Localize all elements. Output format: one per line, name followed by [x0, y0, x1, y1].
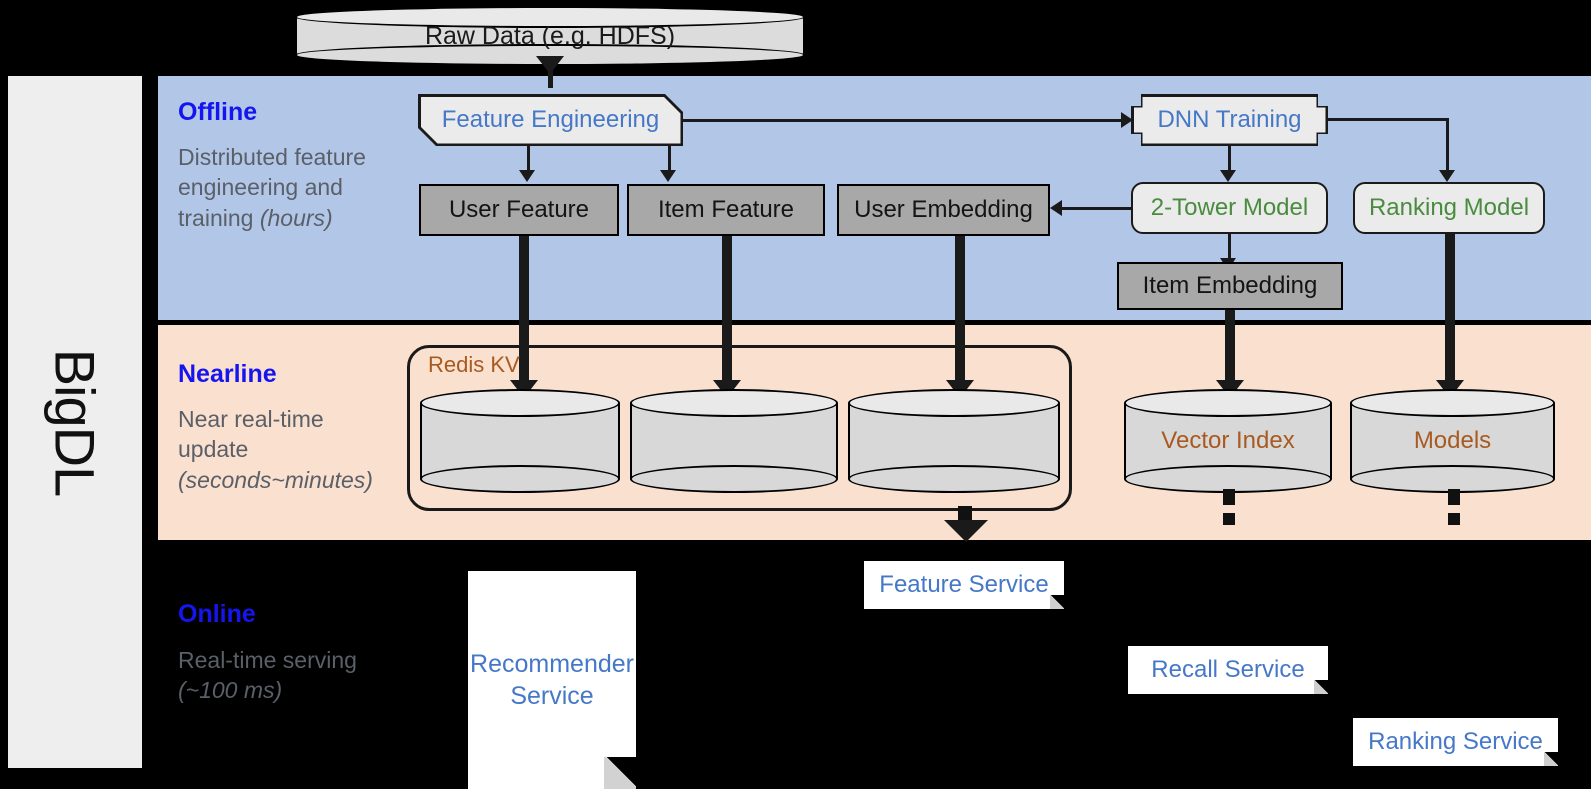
arrow-fe-dnn-line — [683, 119, 1123, 122]
arrow-fe-userfeature-head — [519, 170, 535, 182]
platform-rail-label: BigDL — [8, 76, 142, 768]
arrow-fe-itemfeature-head — [660, 170, 676, 182]
item-embedding-label: Item Embedding — [1142, 272, 1318, 300]
user-feature-label: User Feature — [448, 196, 590, 224]
two-tower-model-label: 2-Tower Model — [1150, 194, 1309, 222]
ranking-service-label: Ranking Service — [1368, 728, 1543, 756]
nearline-subtitle-main: Near real-time update — [178, 406, 324, 463]
two-tower-model-node[interactable]: 2-Tower Model — [1131, 182, 1328, 234]
cylinder-top — [630, 389, 838, 417]
online-title: Online — [178, 600, 256, 628]
offline-title: Offline — [178, 98, 258, 126]
raw-data-label: Raw Data (e.g. HDFS) — [424, 21, 676, 50]
page-fold-icon — [1050, 595, 1064, 609]
models-label: Models — [1413, 427, 1492, 454]
cylinder-top — [1350, 389, 1555, 417]
item-feature-store[interactable] — [630, 389, 838, 493]
pipe-itemembedding-vectorindex — [1225, 310, 1235, 386]
cylinder-top — [848, 389, 1060, 417]
user-embedding-store[interactable] — [848, 389, 1060, 493]
dnn-training-node[interactable]: DNN Training — [1131, 94, 1328, 146]
user-embedding-node[interactable]: User Embedding — [837, 184, 1050, 236]
dnn-training-label: DNN Training — [1157, 106, 1302, 134]
online-subtitle-main: Real-time serving — [178, 647, 357, 673]
cylinder-bottom — [420, 465, 620, 493]
models-store[interactable]: Models — [1350, 389, 1555, 493]
nearline-subtitle: Near real-time update (seconds~minutes) — [178, 404, 393, 495]
item-feature-label: Item Feature — [657, 196, 795, 224]
dash-redis-featureservice — [958, 506, 972, 522]
recommender-service-node[interactable]: Recommender Service — [468, 571, 636, 789]
cylinder-bottom — [1350, 465, 1555, 493]
dash-models-2 — [1448, 513, 1460, 525]
arrow-dnn-ranking-h — [1328, 118, 1448, 121]
feature-engineering-node[interactable]: Feature Engineering — [418, 94, 683, 146]
dash-vectorindex-1 — [1223, 489, 1235, 505]
feature-engineering-label: Feature Engineering — [441, 106, 660, 134]
pipe-userfeature-store — [519, 236, 529, 386]
pipe-rankingmodel-models — [1445, 234, 1455, 386]
item-embedding-node[interactable]: Item Embedding — [1117, 262, 1343, 310]
item-feature-store-label — [630, 389, 838, 493]
arrow-dnn-twotower-head — [1220, 170, 1236, 182]
offline-subtitle-main: Distributed feature engineering and trai… — [178, 144, 366, 231]
cylinder-top — [295, 6, 805, 28]
cylinder-top — [420, 389, 620, 417]
user-embedding-label: User Embedding — [854, 196, 1033, 224]
vector-index-label: Vector Index — [1161, 427, 1295, 454]
page-fold-icon — [1314, 680, 1328, 694]
feature-service-node[interactable]: Feature Service — [864, 561, 1064, 609]
arrow-twotower-itemembedding-line — [1228, 234, 1231, 260]
dash-models-1 — [1448, 489, 1460, 505]
arrow-fe-userfeature-line — [527, 146, 530, 172]
arrow-dnn-ranking-head — [1439, 170, 1455, 182]
redis-kv-group — [407, 345, 1072, 511]
arrow-rawdata-fe-head — [536, 56, 564, 74]
user-embedding-store-label — [848, 389, 1060, 493]
ranking-model-node[interactable]: Ranking Model — [1353, 182, 1545, 234]
arrow-fe-dnn-head — [1121, 112, 1133, 128]
item-feature-node[interactable]: Item Feature — [627, 184, 825, 236]
arrow-dnn-ranking-v — [1446, 118, 1449, 172]
pipe-userembedding-store — [955, 236, 965, 386]
bigdl-label: BigDL — [43, 348, 107, 496]
online-subtitle-em: (~100 ms) — [178, 677, 283, 704]
platform-rail: BigDL — [8, 76, 142, 768]
vector-index-store[interactable]: Vector Index — [1124, 389, 1332, 493]
arrow-dnn-twotower-line — [1228, 146, 1231, 172]
ranking-model-label: Ranking Model — [1368, 194, 1530, 222]
offline-subtitle-em: (hours) — [259, 204, 333, 231]
offline-subtitle: Distributed feature engineering and trai… — [178, 142, 393, 233]
arrow-fe-itemfeature-line — [668, 146, 671, 172]
nearline-subtitle-em: (seconds~minutes) — [178, 466, 373, 493]
arrow-redis-featureservice-head — [944, 520, 988, 542]
arrow-twotower-userembedding-head — [1050, 200, 1062, 216]
ranking-service-node[interactable]: Ranking Service — [1353, 718, 1558, 766]
online-subtitle: Real-time serving (~100 ms) — [178, 645, 393, 706]
nearline-title: Nearline — [178, 360, 277, 388]
cylinder-bottom — [630, 465, 838, 493]
user-feature-store[interactable] — [420, 389, 620, 493]
user-feature-store-label — [420, 389, 620, 493]
feature-service-label: Feature Service — [879, 571, 1049, 599]
arrow-twotower-userembedding-line — [1062, 207, 1132, 210]
recall-service-label: Recall Service — [1151, 656, 1305, 684]
cylinder-bottom — [848, 465, 1060, 493]
recall-service-node[interactable]: Recall Service — [1128, 646, 1328, 694]
page-fold-icon — [1544, 752, 1558, 766]
redis-kv-label: Redis KV — [428, 352, 520, 377]
page-fold-icon — [604, 757, 636, 789]
cylinder-top — [1124, 389, 1332, 417]
dash-vectorindex-2 — [1223, 513, 1235, 525]
arrow-rawdata-fe-line — [548, 66, 553, 88]
recommender-service-label: Recommender Service — [470, 649, 634, 711]
raw-data-store: Raw Data (e.g. HDFS) — [295, 6, 805, 66]
user-feature-node[interactable]: User Feature — [419, 184, 619, 236]
pipe-itemfeature-store — [722, 236, 732, 386]
